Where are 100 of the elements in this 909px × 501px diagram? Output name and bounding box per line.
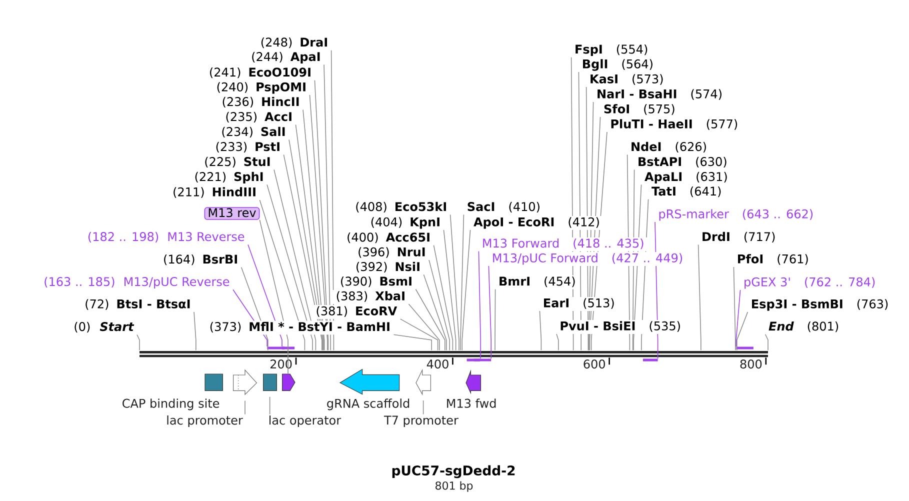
site-label: ApoI - EcoRI (412) bbox=[474, 217, 599, 229]
primer-bar bbox=[282, 346, 294, 350]
leader-line bbox=[736, 290, 741, 347]
feature-shape bbox=[282, 374, 296, 391]
leader-line bbox=[259, 200, 306, 351]
site-label: (244) ApaI bbox=[252, 52, 320, 64]
leader-line bbox=[330, 50, 334, 351]
site-label: (236) HincII bbox=[222, 96, 299, 108]
leader-line bbox=[269, 396, 270, 414]
leader-line bbox=[259, 220, 288, 374]
site-label: DrdI (717) bbox=[702, 232, 775, 243]
site-label: SacI (410) bbox=[468, 202, 540, 213]
site-label: (408) Eco53kI bbox=[356, 202, 446, 213]
feature-label: gRNA scaffold bbox=[327, 398, 410, 410]
leader-line bbox=[450, 214, 460, 351]
leader-line bbox=[570, 56, 574, 351]
leader-line bbox=[309, 94, 328, 351]
leader-line bbox=[764, 334, 768, 351]
leader-line bbox=[428, 260, 450, 351]
leader-line bbox=[590, 132, 608, 351]
leader-line bbox=[641, 198, 649, 351]
leader-line bbox=[460, 214, 464, 351]
site-label: PfoI (761) bbox=[738, 254, 808, 265]
site-label: (234) SalI bbox=[222, 126, 285, 138]
feature-tag: M13 rev bbox=[204, 207, 260, 220]
leader-line bbox=[324, 64, 331, 351]
feature-shape bbox=[416, 368, 431, 396]
site-label: NdeI (626) bbox=[632, 142, 706, 153]
primer-bar bbox=[474, 358, 492, 362]
leader-line bbox=[248, 244, 282, 347]
leader-line bbox=[415, 288, 446, 351]
site-label: TatI (641) bbox=[652, 186, 721, 198]
tick-label: 600 bbox=[584, 360, 605, 369]
site-label: (233) PstI bbox=[216, 142, 280, 153]
feature-box bbox=[204, 374, 223, 391]
feature-label: CAP binding site bbox=[122, 398, 220, 410]
leader-line bbox=[240, 266, 268, 351]
leader-line bbox=[626, 154, 630, 351]
leader-line bbox=[244, 400, 246, 414]
end-label: (0) Start bbox=[74, 322, 134, 333]
site-label: (211) HindIII bbox=[174, 187, 256, 198]
feature-label: M13 fwd bbox=[447, 398, 496, 408]
site-label: (383) XbaI bbox=[336, 291, 404, 302]
leader-line bbox=[194, 312, 196, 351]
leader-line bbox=[494, 288, 496, 351]
leader-line bbox=[462, 230, 471, 351]
primer-label: pRS-marker (643 .. 662) bbox=[659, 209, 813, 221]
site-label: EarI (513) bbox=[544, 298, 614, 309]
leader-line bbox=[314, 80, 329, 351]
site-label: PvuI - BsiEI (535) bbox=[560, 321, 680, 332]
primer-label: (163 .. 185) M13/pUC Reverse bbox=[44, 276, 230, 288]
leader-line bbox=[393, 334, 432, 351]
primer-label: M13 Forward (418 .. 435) bbox=[483, 238, 644, 250]
leader-line bbox=[698, 244, 702, 351]
tick-label: 800 bbox=[740, 360, 762, 369]
leader-line bbox=[586, 86, 589, 351]
site-label: (72) BtsI - BtsαI bbox=[86, 299, 190, 310]
site-label: (241) EcoO109I bbox=[210, 67, 310, 78]
leader-line bbox=[288, 139, 324, 351]
site-label: KasI (573) bbox=[590, 74, 663, 85]
leader-line bbox=[274, 169, 316, 351]
leader-line bbox=[266, 184, 313, 351]
site-label: (381) EcoRV bbox=[316, 306, 398, 317]
leader-line bbox=[302, 109, 325, 351]
leader-line bbox=[556, 334, 559, 351]
site-label: (164) BsrBI bbox=[164, 254, 237, 266]
site-label: FspI (554) bbox=[576, 44, 648, 56]
leader-line bbox=[736, 312, 748, 351]
site-label: (392) NsiI bbox=[356, 262, 420, 273]
site-label: (248) DraI bbox=[261, 37, 327, 48]
leader-line bbox=[478, 250, 481, 359]
site-label: BmrI (454) bbox=[500, 276, 575, 288]
site-label: (400) Acc65I bbox=[348, 232, 430, 244]
site-label: Esp3I - BsmBI (763) bbox=[752, 299, 888, 311]
site-label: (240) PspOMI bbox=[217, 82, 306, 94]
leader-line bbox=[136, 334, 140, 351]
primer-label: M13/pUC Forward (427 .. 449) bbox=[493, 253, 682, 265]
sequence-length: 801 bp bbox=[436, 481, 473, 492]
leader-line bbox=[632, 169, 635, 351]
leader-line bbox=[633, 184, 642, 351]
leader-line bbox=[423, 274, 447, 351]
tick-label: 400 bbox=[426, 360, 448, 369]
leader-line bbox=[654, 222, 658, 359]
feature-shape bbox=[466, 369, 481, 394]
leader-line bbox=[588, 102, 594, 351]
leader-line bbox=[400, 318, 438, 351]
primer-label: pGEX 3' (762 .. 784) bbox=[744, 277, 875, 289]
site-label: (235) AccI bbox=[226, 112, 292, 123]
leader-line bbox=[283, 154, 322, 351]
site-label: (373) MflI * - BstYI - BamHI bbox=[210, 322, 390, 333]
site-label: (396) NruI bbox=[358, 247, 425, 258]
leader-line bbox=[733, 266, 736, 351]
primer-label: (182 .. 198) M13 Reverse bbox=[88, 232, 244, 243]
dna-backbone bbox=[138, 351, 770, 358]
site-label: (221) SphI bbox=[195, 172, 263, 184]
leader-line bbox=[408, 304, 440, 351]
primer-bar bbox=[267, 346, 284, 350]
feature-shape bbox=[339, 368, 400, 395]
leader-line bbox=[232, 289, 268, 347]
feature-label: lac promoter bbox=[167, 415, 243, 428]
